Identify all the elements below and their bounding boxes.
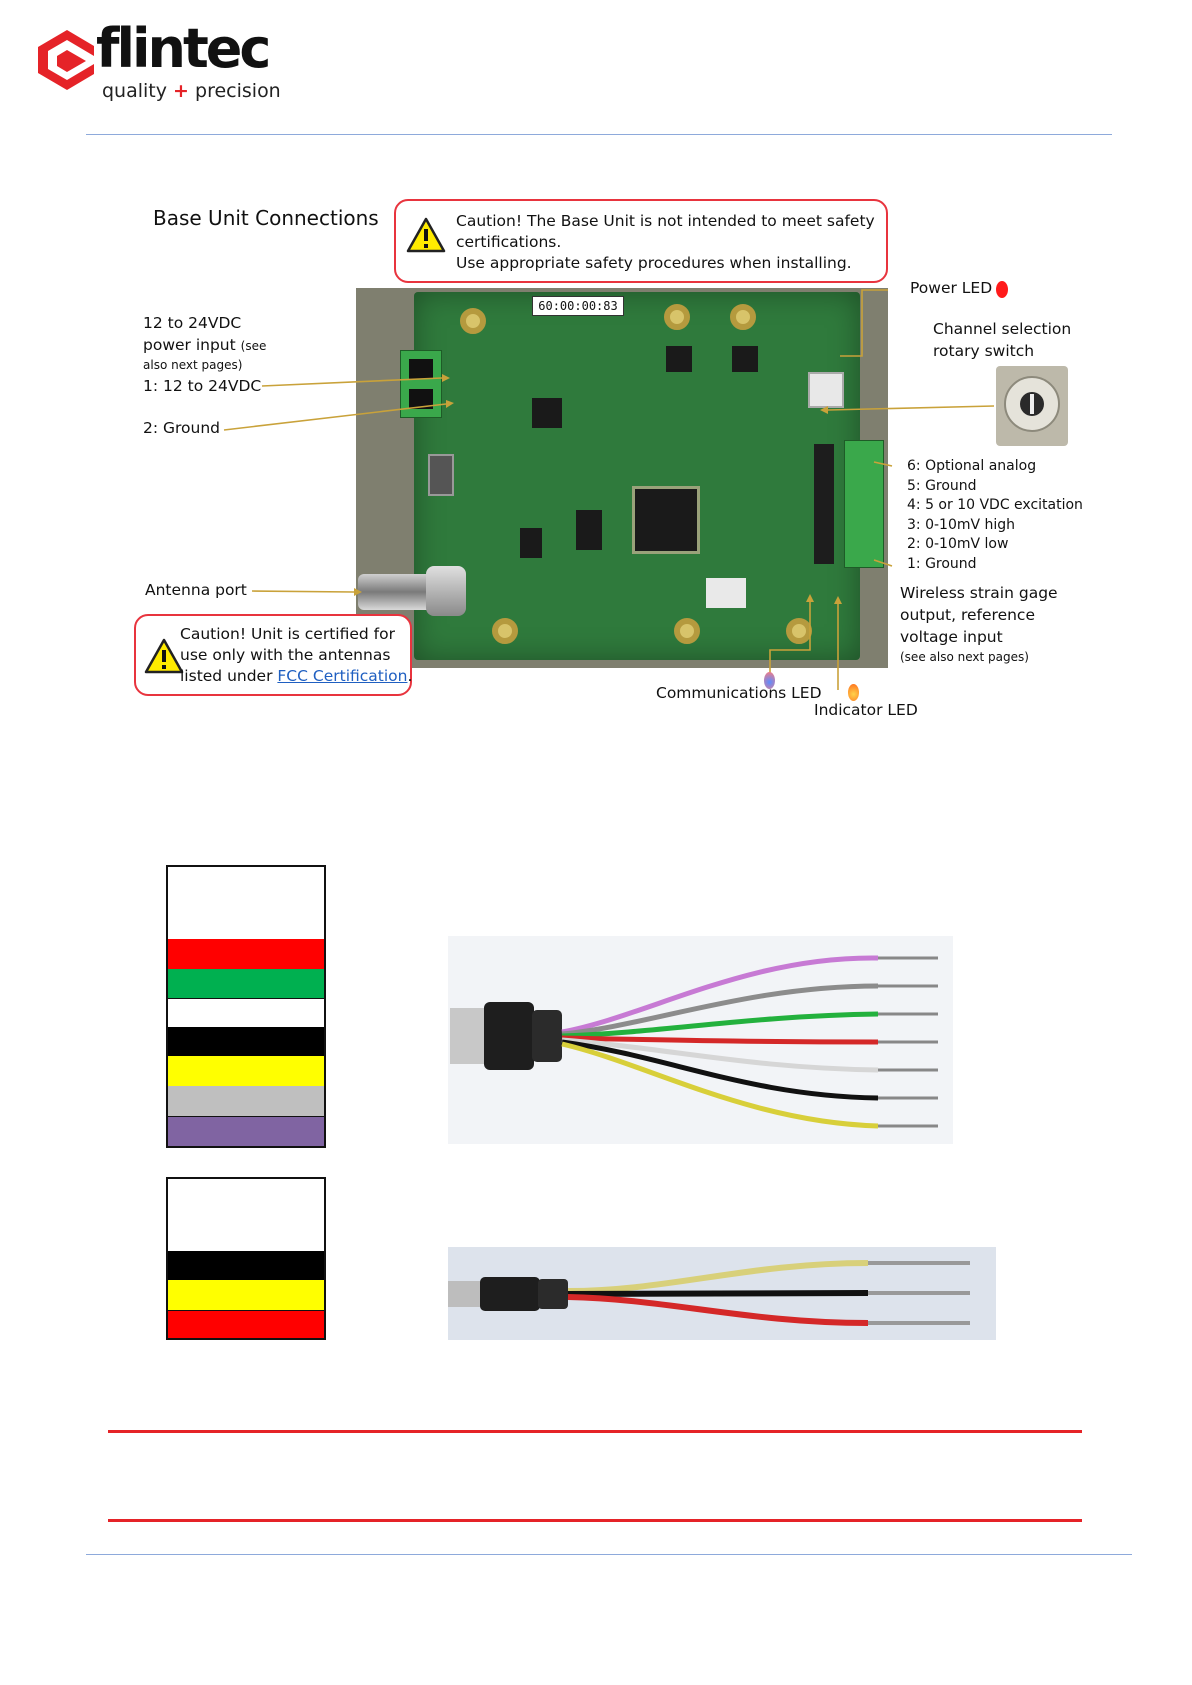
power-input-see: (see	[240, 339, 267, 353]
warning-triangle-icon	[144, 638, 184, 674]
rotary-switch-closeup	[996, 366, 1068, 446]
connector-pin-list: 6: Optional analog 5: Ground 4: 5 or 10 …	[907, 457, 1083, 575]
chip	[576, 510, 602, 550]
cable-8-color-swatch	[166, 865, 326, 1148]
caution-top-line3: Use appropriate safety procedures when i…	[456, 254, 852, 272]
mounting-hole	[492, 618, 518, 644]
caution-bottom-line1: Caution! Unit is certified for	[180, 625, 395, 643]
connector-pin-4: 4: 5 or 10 VDC excitation	[907, 497, 1083, 514]
caution-box-bottom: Caution! Unit is certified for use only …	[134, 614, 412, 696]
connector-pin-6: 6: Optional analog	[907, 458, 1037, 474]
footer-rule	[86, 1554, 1132, 1555]
caution-bottom-line3: listed under FCC Certification.	[180, 667, 413, 685]
channel-switch-line1: Channel selection	[933, 320, 1072, 338]
antenna-sma-nut	[426, 566, 466, 616]
wireless-line1: Wireless strain gage	[900, 584, 1058, 602]
indicator-led-label: Indicator LED	[814, 701, 918, 719]
swatch-1	[168, 867, 324, 939]
caution-bottom-line2: use only with the antennas	[180, 646, 391, 664]
chip	[532, 398, 562, 428]
swatch-5	[168, 1027, 324, 1056]
connector-pin-2: 2: 0-10mV low	[907, 536, 1009, 553]
flintec-logo: flintec quality + precision	[36, 18, 281, 106]
swatch-6	[168, 1056, 324, 1086]
cable-4-color-swatch	[166, 1177, 326, 1340]
accent-rule-bottom	[108, 1519, 1082, 1522]
swatch-8	[168, 1116, 324, 1146]
swatch-4	[168, 1310, 324, 1338]
chip	[732, 346, 758, 372]
annotation-lines	[223, 289, 995, 690]
analog-terminal-block	[844, 440, 884, 568]
swatch-3	[168, 1280, 324, 1310]
indicator-led-icon	[848, 684, 859, 701]
wireless-line3: voltage input	[900, 628, 1003, 646]
caution-top-line1: Caution! The Base Unit is not intended t…	[456, 212, 875, 230]
connector-pin-3: 3: 0-10mV high	[907, 516, 1016, 533]
section-title: Base Unit Connections	[153, 206, 379, 230]
pcb-board	[414, 292, 860, 660]
communications-led-label: Communications LED	[656, 684, 822, 702]
channel-switch-line2: rotary switch	[933, 342, 1035, 360]
antenna-port-label: Antenna port	[145, 581, 247, 599]
swatch-7	[168, 1086, 324, 1116]
cable-8-wire-image	[448, 936, 953, 1144]
board-mac-label: 60:00:00:83	[532, 296, 624, 316]
power-input-label: power input	[143, 336, 236, 354]
power-input-line1: 12 to 24VDC	[143, 314, 242, 332]
cable-4-wire-image	[448, 1247, 996, 1340]
warning-triangle-icon	[406, 217, 446, 253]
chip	[666, 346, 692, 372]
header-rule	[86, 134, 1112, 135]
mounting-hole	[664, 304, 690, 330]
power-pin2-label: 2: Ground	[143, 419, 221, 437]
swatch-3	[168, 969, 324, 998]
connector-pin-5: 5: Ground	[907, 477, 977, 494]
swatch-1	[168, 1179, 324, 1251]
wireless-line4: (see also next pages)	[900, 650, 1029, 664]
mounting-hole	[674, 618, 700, 644]
pcb-photo: 60:00:00:83	[356, 288, 888, 668]
fcc-certification-link[interactable]: FCC Certification	[277, 667, 408, 685]
rotary-dial	[1004, 376, 1060, 432]
swatch-2	[168, 939, 324, 969]
power-led-label: Power LED	[910, 279, 993, 297]
pin-number-strip	[814, 444, 834, 564]
caution-top-line2: certifications.	[456, 233, 562, 251]
communications-led-icon	[764, 672, 775, 689]
chip	[520, 528, 542, 558]
flintec-logo-mark-icon	[38, 30, 94, 90]
power-led-indicator-icon	[996, 281, 1008, 298]
tagline-precision: precision	[195, 80, 281, 102]
power-input-line2: power input (see	[143, 336, 266, 354]
accent-rule-top	[108, 1430, 1082, 1433]
usb-connector	[428, 454, 454, 496]
connector-pin-1: 1: Ground	[907, 555, 977, 572]
logo-wordmark: flintec	[96, 17, 271, 80]
wireless-line2: output, reference	[900, 606, 1035, 624]
swatch-2	[168, 1251, 324, 1280]
tagline-plus: +	[173, 80, 189, 102]
mounting-hole	[786, 618, 812, 644]
caution-box-top: Caution! The Base Unit is not intended t…	[394, 199, 888, 283]
white-connector	[706, 578, 746, 608]
power-pin1-label: 1: 12 to 24VDC	[143, 377, 262, 395]
power-input-line3: also next pages)	[143, 358, 243, 372]
swatch-4	[168, 998, 324, 1027]
microcontroller-chip	[632, 486, 700, 554]
mounting-hole	[460, 308, 486, 334]
tagline-quality: quality	[102, 80, 167, 102]
mounting-hole	[730, 304, 756, 330]
logo-tagline: quality + precision	[102, 80, 281, 102]
